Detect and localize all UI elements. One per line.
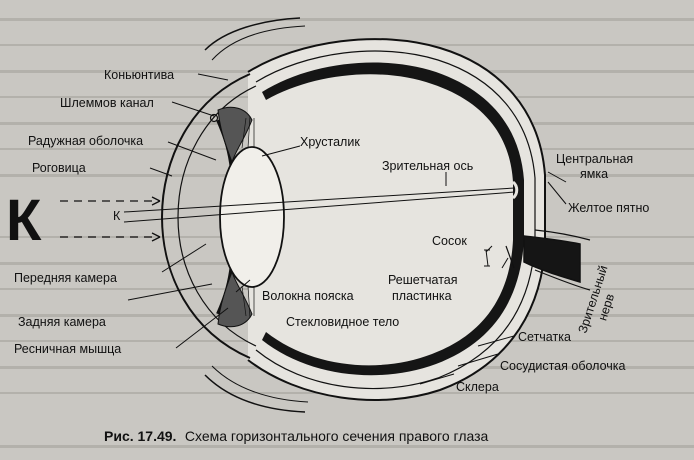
lower-eyelid-line-inner [211, 365, 309, 403]
ciliary-body-upper [217, 106, 253, 164]
lamina-cribrosa [505, 245, 515, 269]
optic-nerve [523, 235, 581, 284]
visual-axis-line-2 [123, 191, 516, 223]
leader-lines [127, 73, 567, 385]
incoming-ray-top-arrow [151, 196, 161, 206]
label-khrustalik: Хрусталик [300, 135, 360, 149]
optic-disc-tick-marks [484, 249, 490, 267]
big-k-letter: К [6, 188, 42, 253]
visual-axis-line [123, 187, 516, 213]
label-sosudistaya: Сосудистая оболочка [500, 359, 626, 373]
upper-eyelid-line [204, 17, 301, 51]
label-raduzhnaya: Радужная оболочка [28, 134, 143, 148]
optic-nerve-sheath [534, 229, 591, 291]
figure-caption: Рис. 17.49. Схема горизонтального сечени… [104, 428, 489, 445]
label-tsentralnaya-1: Центральная [556, 152, 633, 166]
label-konyuntiva: Коньюнтива [104, 68, 174, 82]
sclera-outer [247, 38, 546, 401]
label-shlemm: Шлеммов канал [60, 96, 154, 110]
label-sklera: Склера [456, 380, 499, 394]
caption-number: Рис. 17.49. [104, 428, 176, 444]
schlemm-canal-circle [209, 113, 219, 123]
cornea-outer [160, 73, 251, 359]
label-volokna: Волокна пояска [262, 289, 354, 303]
label-steklovidnoe: Стекловидное тело [286, 315, 399, 329]
lens [219, 146, 285, 288]
zonular-fibers [241, 115, 255, 319]
lower-eyelid-line [204, 374, 306, 413]
label-tsentralnaya-2: ямка [580, 167, 608, 181]
fovea-dip [511, 180, 519, 200]
incoming-ray-bottom-arrow [151, 232, 161, 242]
label-zadnyaya: Задняя камера [18, 315, 106, 329]
label-rogovitsa: Роговица [32, 161, 86, 175]
optic-disc-tick [485, 249, 489, 267]
label-zritelny-nerv: Зрительный нерв [576, 264, 618, 335]
ciliary-body-lower [217, 270, 253, 328]
label-resnichnaya: Ресничная мышца [14, 342, 121, 356]
label-sosok: Сосок [432, 234, 467, 248]
upper-eyelid-line-inner [211, 25, 306, 61]
label-zheltoe: Желтое пятно [568, 201, 649, 215]
label-perednyaya: Передняя камера [14, 271, 117, 285]
cornea-inner [177, 85, 257, 347]
label-setchatka: Сетчатка [518, 330, 571, 344]
label-zritelnaya-os: Зрительная ось [382, 159, 473, 173]
small-k-letter: К [113, 209, 121, 223]
caption-text: Схема горизонтального сечения правого гл… [185, 428, 489, 444]
label-reshetchataya-2: пластинка [392, 289, 452, 303]
label-reshetchataya-1: Решетчатая [388, 273, 458, 287]
